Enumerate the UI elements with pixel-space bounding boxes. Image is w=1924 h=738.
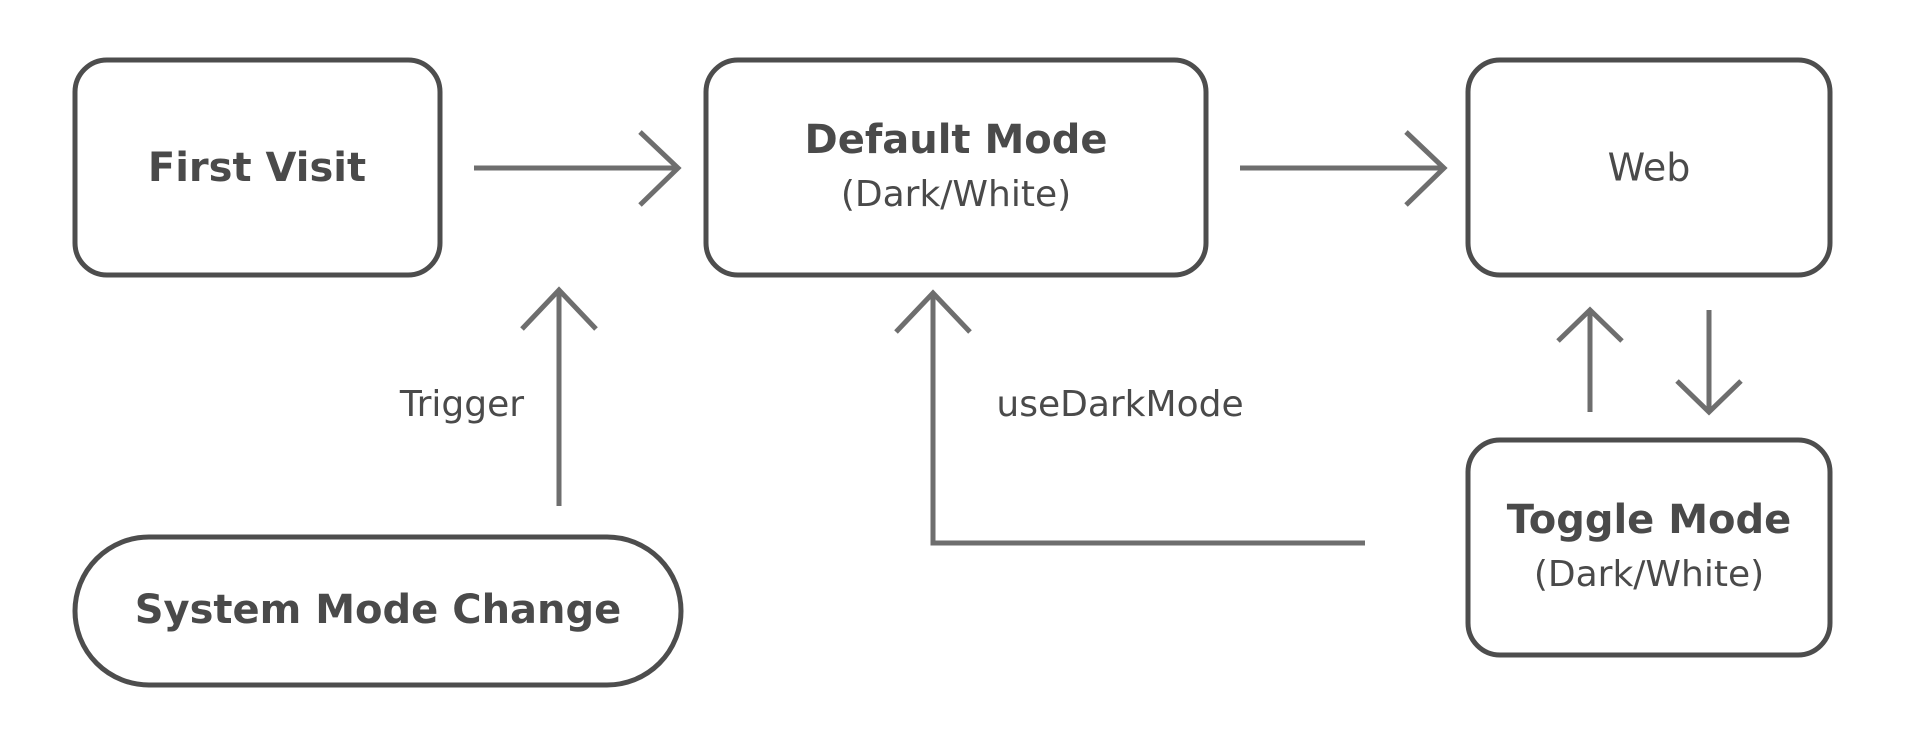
node-system-mode-change[interactable]: System Mode Change	[72, 534, 684, 688]
node-system-mode-change-shape[interactable]	[72, 534, 684, 688]
node-default-mode[interactable]: Default Mode (Dark/White)	[703, 57, 1209, 278]
node-default-mode-sublabel: (Dark/White)	[841, 174, 1071, 215]
node-first-visit-shape[interactable]	[72, 57, 443, 278]
edge-toggle-mode-to-default-mode: useDarkMode	[894, 289, 1365, 546]
node-toggle-mode[interactable]: Toggle Mode (Dark/White)	[1465, 437, 1833, 658]
node-web-shape[interactable]	[1465, 57, 1833, 278]
node-default-mode-shape[interactable]	[703, 57, 1209, 278]
edge-web-to-toggle-mode	[1675, 310, 1743, 416]
edge-label-trigger: Trigger	[399, 384, 524, 425]
node-system-mode-change-label: System Mode Change	[135, 587, 622, 633]
edge-label-usedarkmode: useDarkMode	[996, 384, 1243, 425]
node-first-visit[interactable]: First Visit	[72, 57, 443, 278]
node-toggle-mode-label: Toggle Mode	[1507, 497, 1792, 543]
edge-system-mode-change-to-first-visit: Trigger	[399, 286, 598, 506]
edge-toggle-mode-to-web	[1556, 306, 1624, 412]
edge-default-mode-to-web	[1240, 130, 1448, 207]
node-first-visit-label: First Visit	[148, 145, 366, 191]
node-web[interactable]: Web	[1465, 57, 1833, 278]
node-toggle-mode-sublabel: (Dark/White)	[1534, 554, 1764, 595]
node-default-mode-label: Default Mode	[804, 117, 1107, 163]
node-toggle-mode-shape[interactable]	[1465, 437, 1833, 658]
node-web-label: Web	[1608, 146, 1691, 190]
edge-first-visit-to-default-mode	[474, 130, 682, 207]
